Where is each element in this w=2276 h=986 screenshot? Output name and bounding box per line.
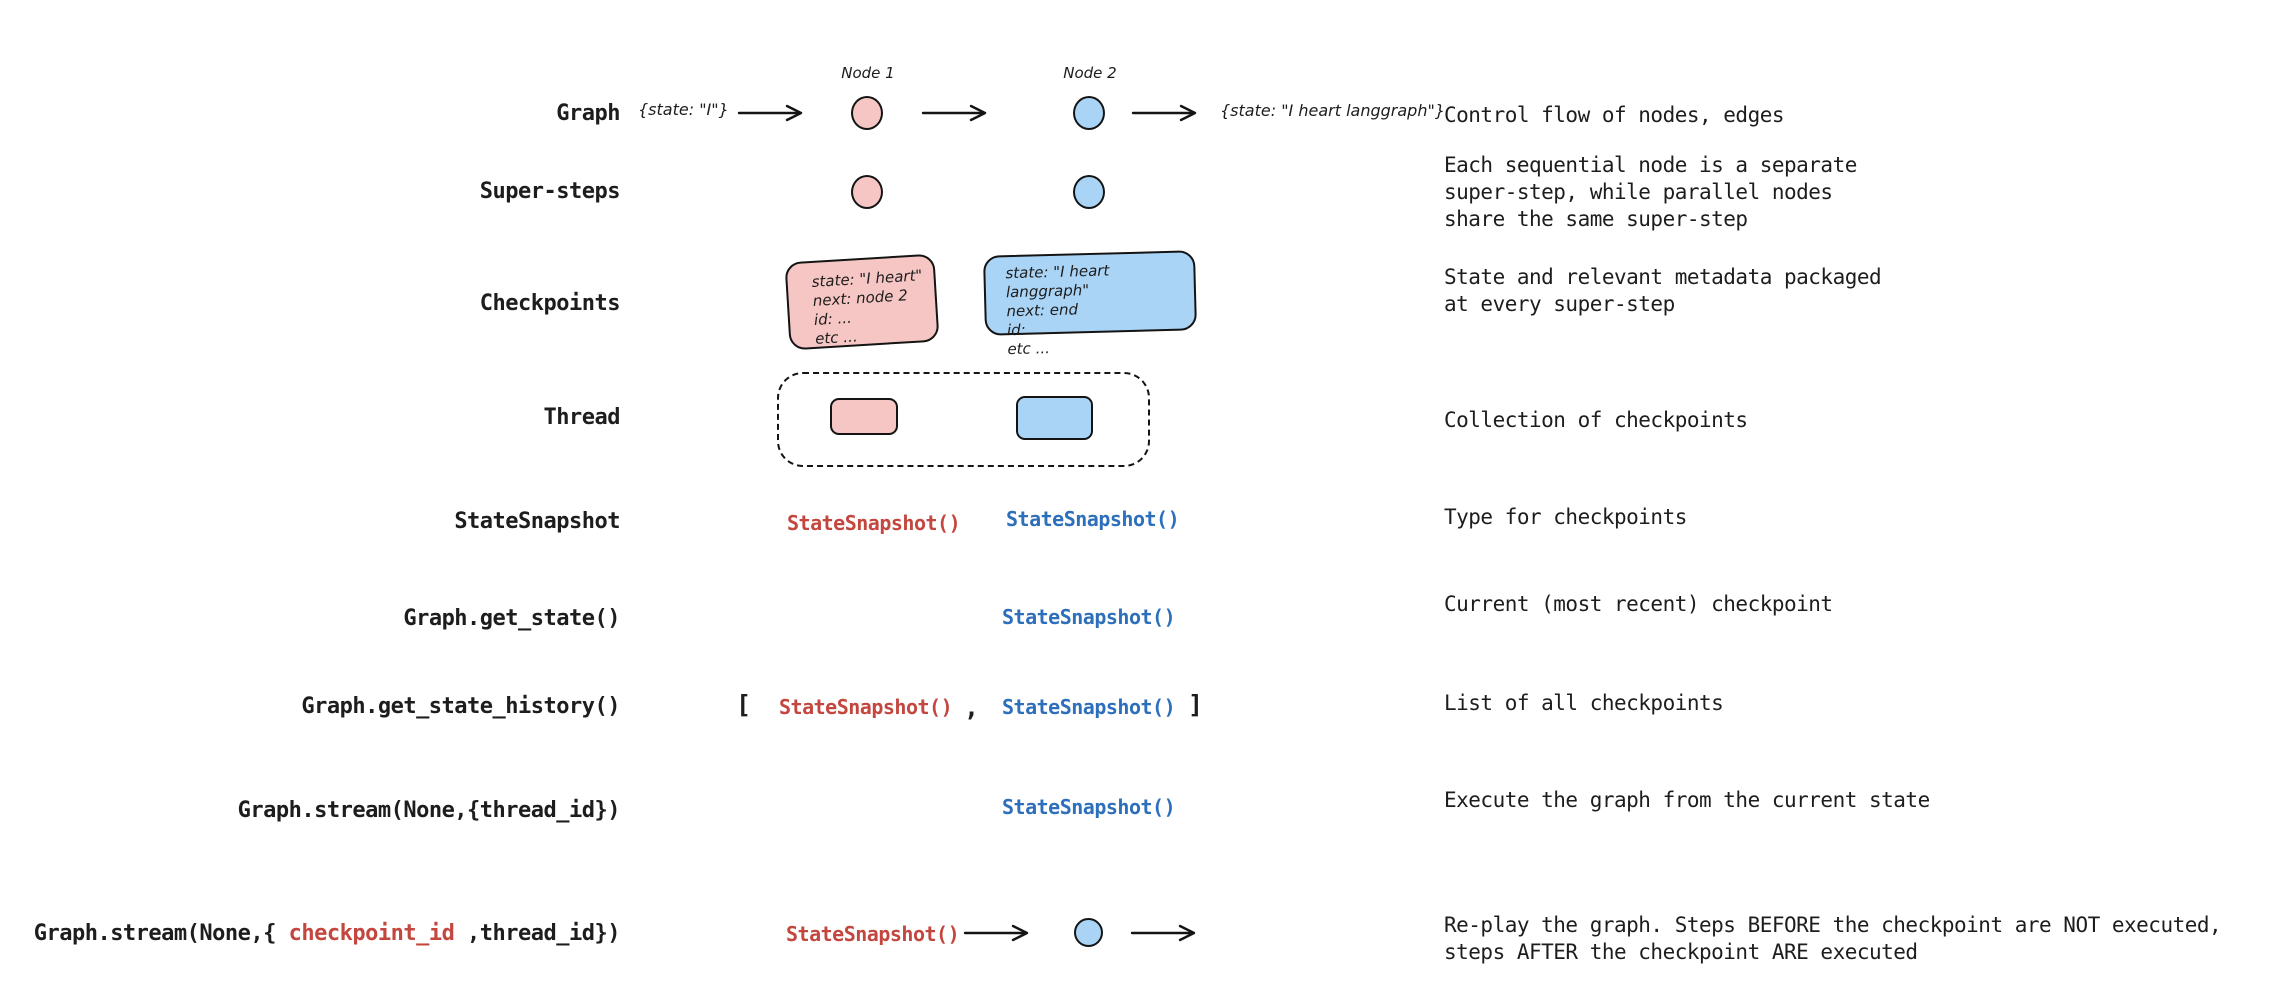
row-description-stream-thread: Execute the graph from the current state — [1444, 788, 1930, 812]
row-description-get-state-history: List of all checkpoints — [1444, 691, 1724, 715]
row-label-checkpoints: Checkpoints — [479, 291, 621, 316]
stream-snapshot-blue: StateSnapshot() — [1002, 795, 1176, 819]
row-label-stream-thread: Graph.stream(None,{thread_id}) — [237, 798, 621, 823]
thread-checkpoint-blue — [1016, 396, 1093, 440]
checkpoint-box-pink-text: state: "I heart" next: node 2 id: ... et… — [811, 266, 923, 348]
checkpoint-box-blue-text: state: "I heart langgraph" next: end id:… — [1005, 261, 1110, 359]
node1-circle — [851, 96, 883, 130]
arrow-right-icon — [963, 924, 1033, 942]
node2-label: Node 2 — [1063, 64, 1117, 82]
arrow-right-icon — [921, 104, 991, 122]
checkpoint-id-highlight: checkpoint_id — [288, 921, 455, 946]
statesnapshot-blue: StateSnapshot() — [1006, 507, 1180, 531]
super-step-node1-circle — [851, 175, 883, 209]
row-label-super-steps: Super-steps — [479, 179, 621, 204]
row-label-get-state: Graph.get_state() — [403, 606, 620, 631]
replay-node-circle — [1074, 918, 1103, 947]
history-open-bracket: [ — [736, 690, 752, 719]
label-suffix: ,thread_id}) — [454, 921, 620, 946]
row-label-graph: Graph — [556, 101, 620, 126]
graph-input-state-annotation: {state: "I"} — [638, 100, 729, 119]
history-comma: , — [964, 693, 980, 722]
row-description-checkpoints: State and relevant metadata packaged at … — [1444, 265, 1882, 316]
checkpoint-box-pink: state: "I heart" next: node 2 id: ... et… — [784, 253, 940, 351]
row-label-stream-checkpoint: Graph.stream(None,{ checkpoint_id ,threa… — [0, 921, 621, 947]
arrow-right-icon — [1130, 924, 1200, 942]
replay-snapshot-red: StateSnapshot() — [786, 922, 960, 946]
history-close-bracket: ] — [1188, 690, 1204, 719]
history-snapshot-red: StateSnapshot() — [779, 695, 953, 719]
history-snapshot-blue: StateSnapshot() — [1002, 695, 1176, 719]
row-label-statesnapshot: StateSnapshot — [454, 509, 620, 534]
row-description-super-steps: Each sequential node is a separate super… — [1444, 153, 1857, 231]
row-description-get-state: Current (most recent) checkpoint — [1444, 592, 1833, 616]
checkpoint-box-blue: state: "I heart langgraph" next: end id:… — [982, 250, 1198, 358]
node2-circle — [1073, 96, 1105, 130]
row-label-get-state-history: Graph.get_state_history() — [301, 694, 620, 719]
graph-output-state-annotation: {state: "I heart langgraph"} — [1220, 101, 1445, 120]
row-description-graph: Control flow of nodes, edges — [1444, 103, 1785, 127]
arrow-right-icon — [1131, 104, 1201, 122]
node1-label: Node 1 — [841, 64, 895, 82]
thread-dashed-container — [777, 372, 1150, 467]
row-description-statesnapshot: Type for checkpoints — [1444, 505, 1687, 529]
get-state-snapshot-blue: StateSnapshot() — [1002, 605, 1176, 629]
label-prefix: Graph.stream(None,{ — [33, 921, 289, 946]
statesnapshot-red: StateSnapshot() — [787, 511, 961, 535]
row-label-thread: Thread — [543, 405, 621, 430]
super-step-node2-circle — [1073, 175, 1105, 209]
arrow-right-icon — [737, 104, 807, 122]
row-description-stream-checkpoint: Re-play the graph. Steps BEFORE the chec… — [1444, 913, 2222, 964]
thread-checkpoint-pink — [830, 398, 898, 435]
row-description-thread: Collection of checkpoints — [1444, 408, 1748, 432]
